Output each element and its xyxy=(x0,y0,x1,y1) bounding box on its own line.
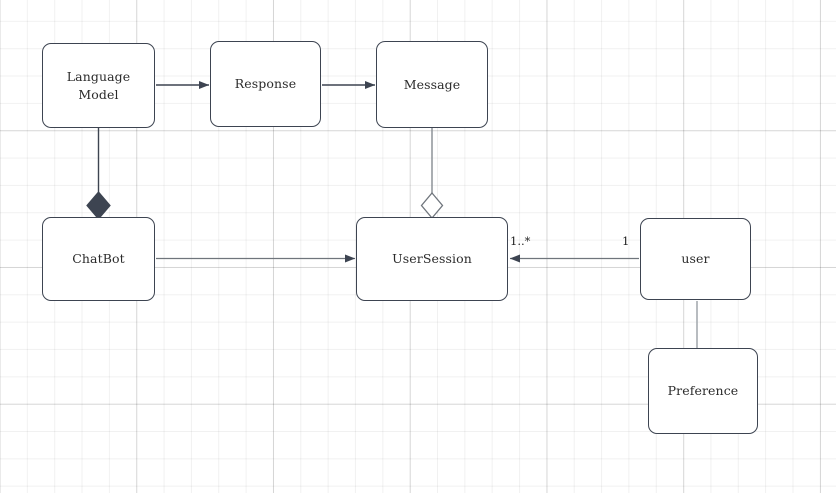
edge-language-model-to-chatbot xyxy=(86,128,111,220)
hollow-diamond-icon xyxy=(420,191,444,220)
node-user[interactable]: user xyxy=(640,218,751,300)
multiplicity-label-usersession: 1..* xyxy=(510,234,531,248)
edge-message-to-usersession xyxy=(420,128,444,220)
node-usersession[interactable]: UserSession xyxy=(356,217,508,301)
node-preference-label: Preference xyxy=(667,383,739,399)
node-response-label: Response xyxy=(234,76,297,92)
node-language-model[interactable]: Language Model xyxy=(42,43,155,128)
node-usersession-label: UserSession xyxy=(392,251,472,267)
node-response[interactable]: Response xyxy=(210,41,321,127)
filled-diamond-icon xyxy=(86,191,111,220)
node-preference[interactable]: Preference xyxy=(648,348,758,434)
multiplicity-label-user: 1 xyxy=(622,234,630,248)
node-chatbot-label: ChatBot xyxy=(72,251,125,267)
node-message-label: Message xyxy=(403,76,461,92)
node-language-model-label: Language Model xyxy=(66,68,131,102)
node-chatbot[interactable]: ChatBot xyxy=(42,217,155,301)
node-message[interactable]: Message xyxy=(376,41,488,128)
node-user-label: user xyxy=(681,251,710,267)
